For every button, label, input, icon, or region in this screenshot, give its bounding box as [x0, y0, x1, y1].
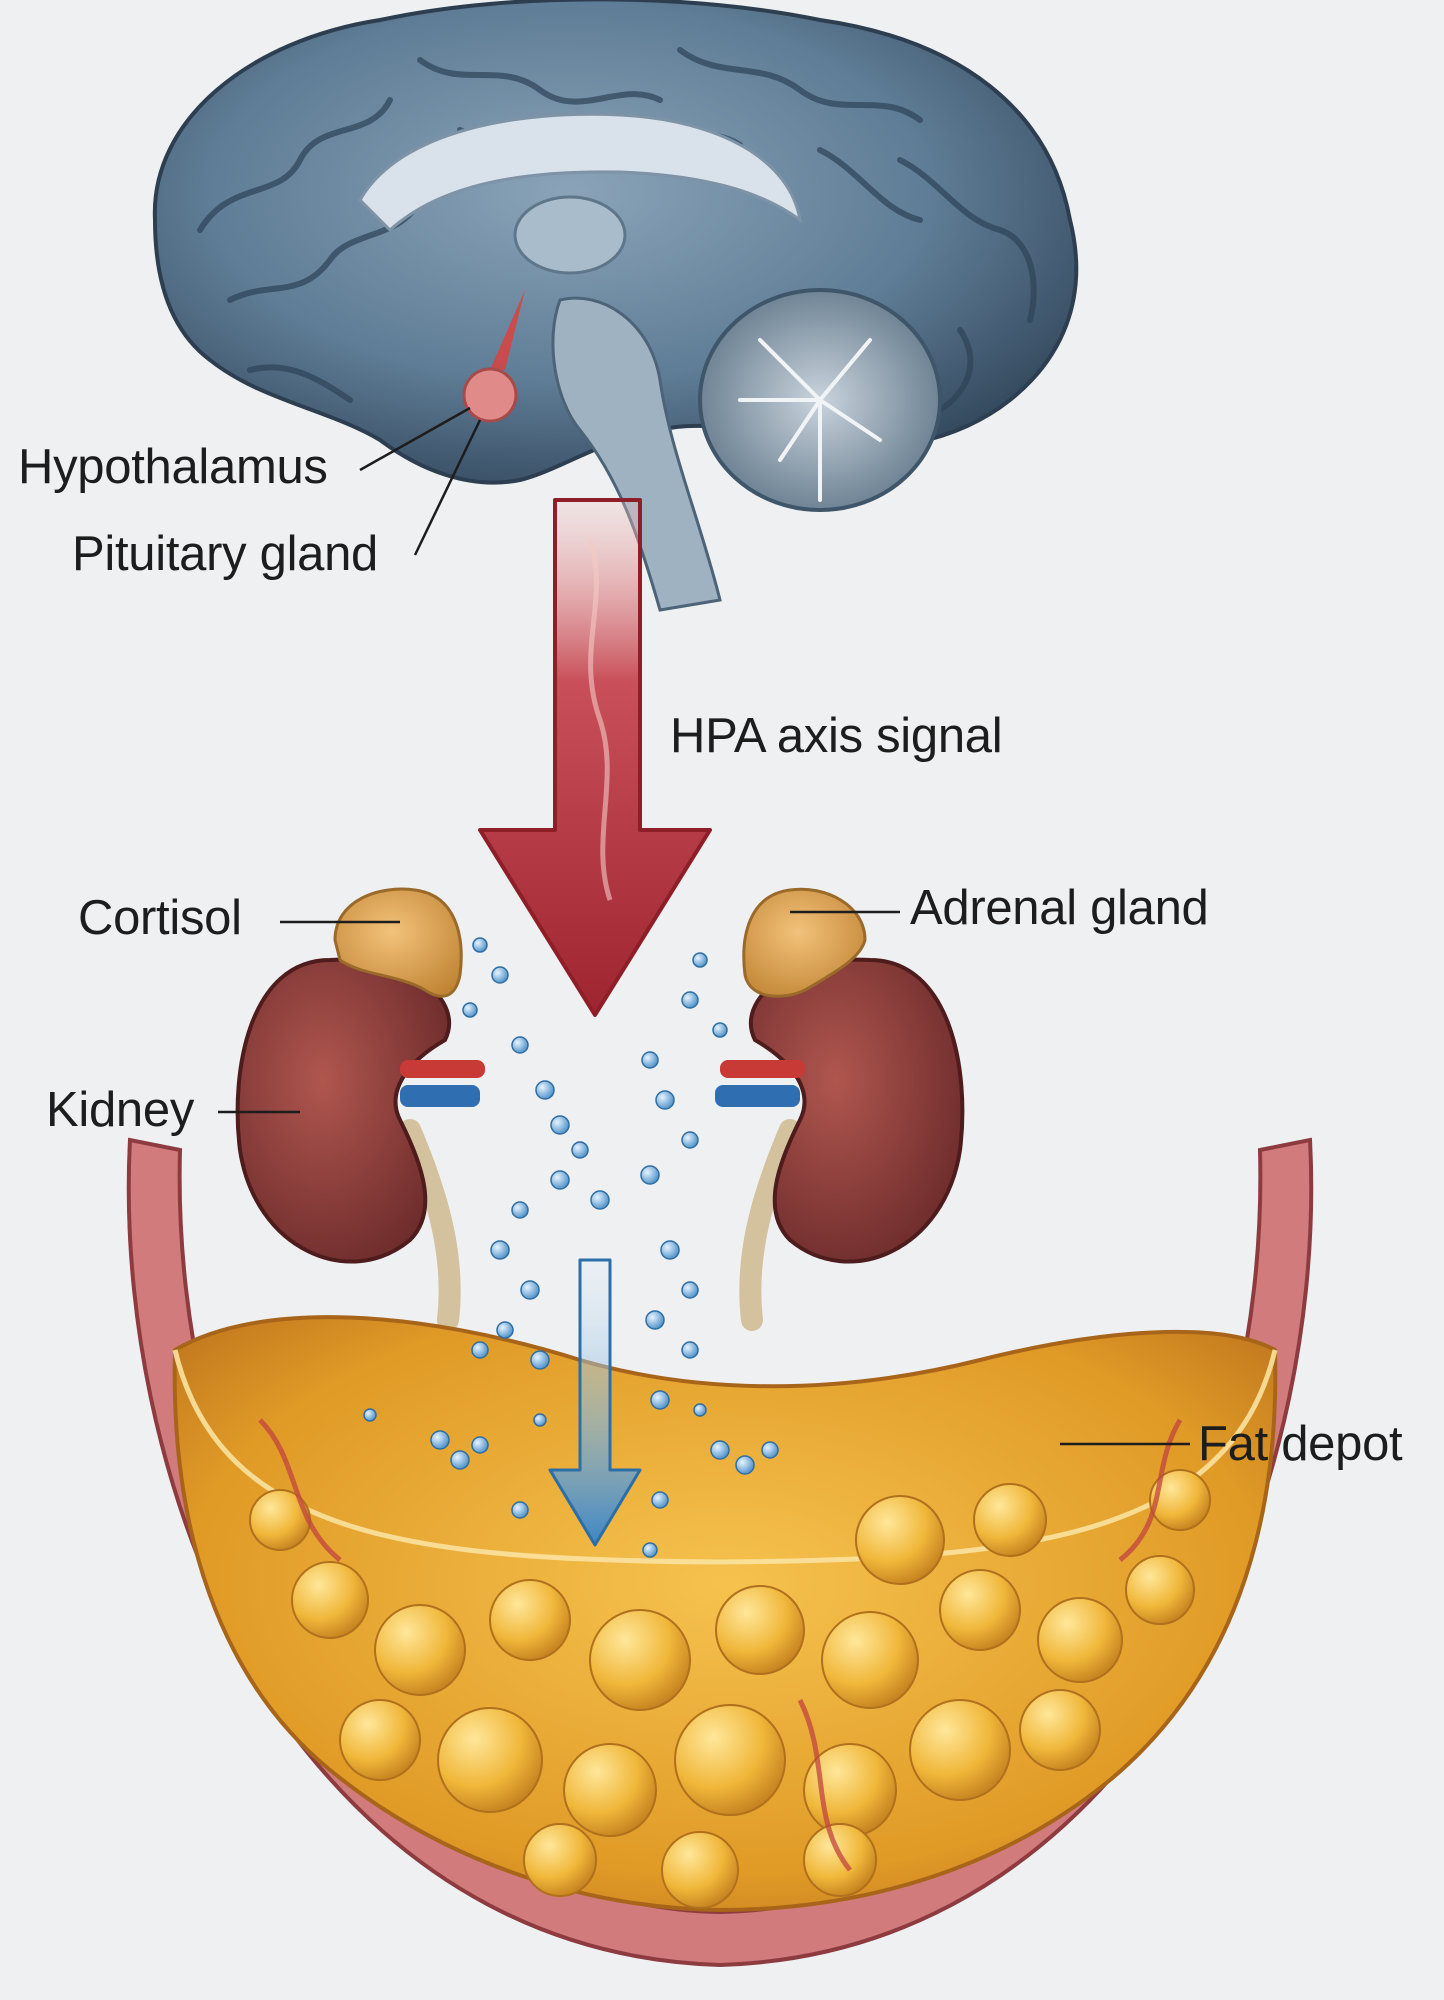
right-kidney	[751, 960, 963, 1262]
fat-depot	[129, 1140, 1311, 1965]
thalamus	[515, 197, 625, 273]
left-renal-artery	[400, 1060, 485, 1078]
left-kidney-group	[238, 889, 485, 1320]
kidney-label: Kidney	[46, 1086, 194, 1135]
left-kidney	[238, 960, 450, 1262]
pituitary-gland	[464, 369, 516, 421]
right-renal-artery	[720, 1060, 805, 1078]
cortisol-label: Cortisol	[78, 894, 242, 943]
adrenal-gland-label: Adrenal gland	[910, 884, 1209, 933]
left-renal-vein	[400, 1085, 480, 1107]
cerebellum	[700, 290, 940, 510]
right-renal-vein	[715, 1085, 800, 1107]
fat-depot-label: Fat depot	[1198, 1420, 1402, 1469]
pituitary-gland-label: Pituitary gland	[72, 530, 378, 579]
right-kidney-group	[715, 889, 962, 1320]
hpa-axis-signal-label: HPA axis signal	[670, 712, 1002, 761]
hypothalamus-label: Hypothalamus	[18, 443, 328, 492]
